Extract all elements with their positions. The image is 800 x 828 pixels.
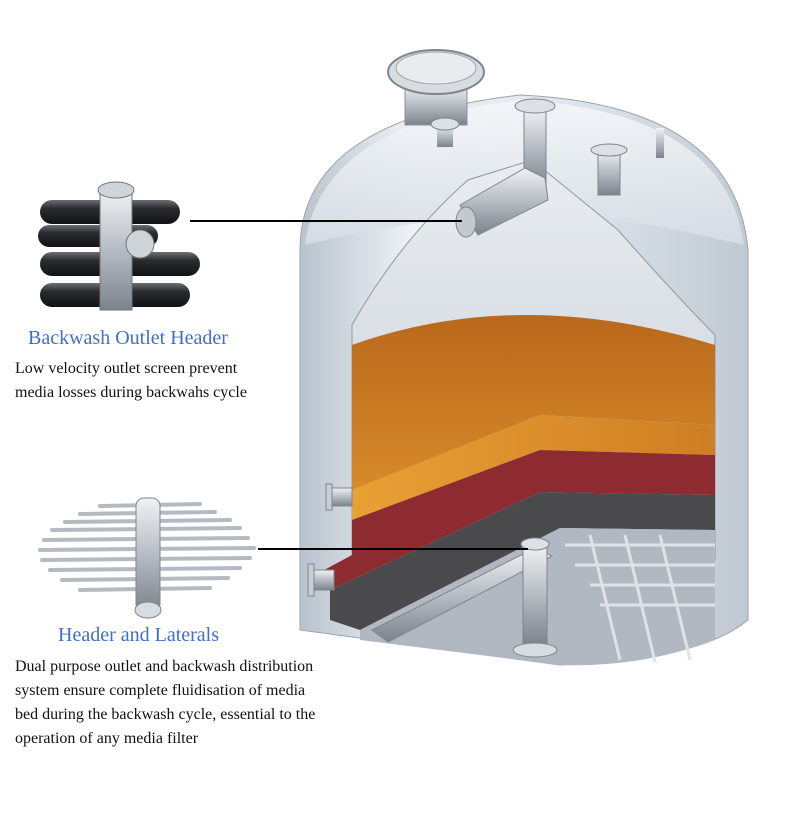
lower-side-nozzle <box>311 569 335 591</box>
description-line: Low velocity outlet screen prevent <box>15 360 238 377</box>
media-layers <box>315 315 715 666</box>
lateral-header-pipe <box>135 497 161 613</box>
description-line: system ensure complete fluidisation of m… <box>15 682 306 699</box>
callout-title-header-and-laterals: Header and Laterals <box>58 624 220 646</box>
upper-side-nozzle <box>329 487 353 507</box>
media-layer-red <box>315 450 715 590</box>
bottom-outlet-pipe <box>522 544 548 646</box>
media-layer-gravel <box>330 492 715 630</box>
lateral-grid <box>565 534 715 663</box>
callout-title-backwash-outlet-header: Backwash Outlet Header <box>28 327 228 349</box>
header-and-laterals-image <box>38 497 256 619</box>
backwash-outlet-header-image <box>38 181 200 311</box>
description-line: media losses during backwahs cycle <box>15 384 247 401</box>
callout-description-backwash-outlet-header: Low velocity outlet screen prevent media… <box>15 357 247 405</box>
underdrain-header <box>371 537 558 658</box>
callout-description-header-and-laterals: Dual purpose outlet and backwash distrib… <box>15 655 315 751</box>
media-layer-sand-top <box>352 315 715 490</box>
description-line: bed during the backwash cycle, essential… <box>15 706 316 723</box>
top-fittings <box>387 49 664 238</box>
side-nozzles <box>307 483 353 597</box>
media-layer-sand-front <box>352 415 715 520</box>
right-nozzle <box>597 149 621 196</box>
vent-nozzle <box>437 125 453 147</box>
description-line: operation of any media filter <box>15 730 199 747</box>
description-line: Dual purpose outlet and backwash distrib… <box>15 658 314 675</box>
